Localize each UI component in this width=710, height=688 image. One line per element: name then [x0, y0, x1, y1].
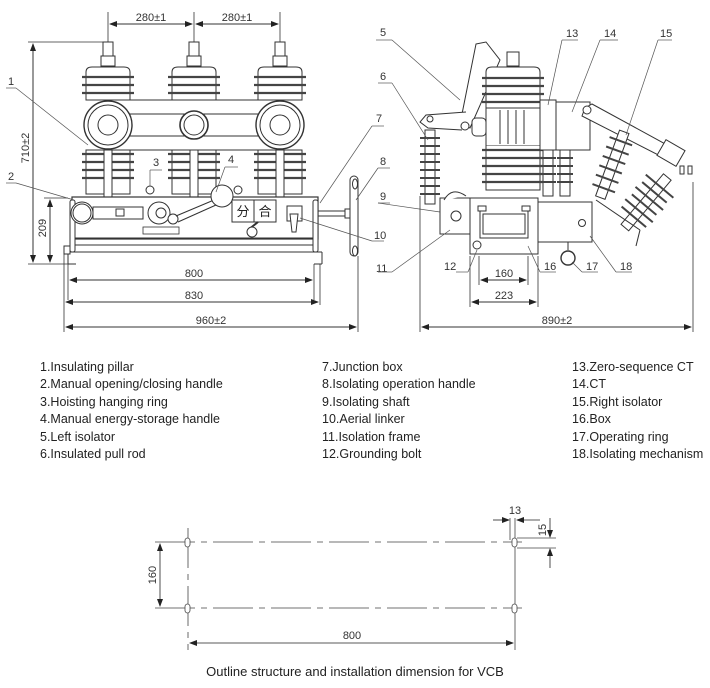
callout-3: 3	[153, 157, 159, 169]
callout-17: 17	[586, 261, 598, 273]
mount-hole	[184, 603, 191, 614]
dim-side-overall-width: 890±2	[542, 315, 573, 327]
figure-caption: Outline structure and installation dimen…	[206, 664, 504, 679]
mount-hole	[511, 603, 518, 614]
callout-15: 15	[660, 28, 672, 40]
callout-6: 6	[380, 71, 386, 83]
callout-9: 9	[380, 191, 386, 203]
legend-item: 2.Manual opening/closing handle	[40, 377, 223, 392]
legend-item: 8.Isolating operation handle	[322, 377, 476, 392]
legend-item: 9.Isolating shaft	[322, 394, 410, 409]
callout-12: 12	[444, 261, 456, 273]
mount-hole	[184, 537, 191, 548]
front-view	[6, 12, 441, 332]
installation-plan	[155, 517, 556, 650]
callout-16: 16	[544, 261, 556, 273]
callout-1: 1	[8, 76, 14, 88]
legend-item: 7.Junction box	[322, 360, 403, 374]
dim-box-width: 223	[495, 290, 513, 302]
dim-column-spacing: 800	[343, 630, 361, 642]
legend-column-2: 7.Junction box 8.Isolating operation han…	[322, 359, 476, 463]
dim-pitch-right: 280±1	[222, 12, 253, 24]
dim-mount-span: 800	[185, 268, 203, 280]
close-label: 合	[258, 204, 271, 219]
callout-8: 8	[380, 156, 386, 168]
legend-item: 18.Isolating mechanism	[572, 447, 704, 462]
legend-item: 15.Right isolator	[572, 394, 663, 409]
legend-item: 1.Insulating pillar	[40, 360, 134, 374]
callout-18: 18	[620, 261, 632, 273]
callout-4: 4	[228, 154, 234, 166]
legend-item: 10.Aerial linker	[322, 412, 405, 427]
dim-overall-width: 960±2	[196, 315, 227, 327]
insulating-pillars	[82, 41, 306, 211]
callout-5: 5	[380, 27, 386, 39]
legend-item: 5.Left isolator	[40, 429, 116, 444]
legend-column-3: 13.Zero-sequence CT 14.CT 15.Right isola…	[572, 359, 703, 463]
legend-item: 3.Hoisting hanging ring	[40, 394, 168, 409]
legend-item: 17.Operating ring	[572, 429, 669, 444]
callout-11: 11	[376, 263, 387, 275]
dim-row-spacing: 160	[147, 566, 159, 584]
dim-overall-height: 710±2	[20, 133, 32, 164]
dim-hole-offset-y: 15	[537, 524, 549, 536]
mount-hole	[511, 537, 518, 548]
open-label: 分	[236, 204, 249, 219]
dim-hole-offset-x: 13	[509, 505, 521, 517]
dim-pitch-left: 280±1	[136, 12, 167, 24]
dim-frame-height: 209	[37, 219, 49, 237]
legend-item: 13.Zero-sequence CT	[572, 360, 694, 374]
callout-2: 2	[8, 171, 14, 183]
legend-item: 14.CT	[572, 377, 607, 392]
callout-13: 13	[566, 28, 578, 40]
callout-14: 14	[604, 28, 616, 40]
legend-item: 6.Insulated pull rod	[40, 447, 146, 462]
callout-7: 7	[376, 113, 382, 125]
legend-item: 11.Isolation frame	[322, 429, 421, 444]
side-view	[376, 39, 694, 332]
mechanism-frame	[63, 175, 359, 265]
callout-10: 10	[374, 230, 386, 242]
legend-column-1: 1.Insulating pillar 2.Manual opening/clo…	[40, 359, 223, 463]
legend-item: 4.Manual energy-storage handle	[40, 412, 220, 427]
dim-inner-width: 160	[495, 268, 513, 280]
dim-frame-width: 830	[185, 290, 203, 302]
legend-item: 16.Box	[572, 412, 611, 427]
legend-item: 12.Grounding bolt	[322, 447, 422, 462]
